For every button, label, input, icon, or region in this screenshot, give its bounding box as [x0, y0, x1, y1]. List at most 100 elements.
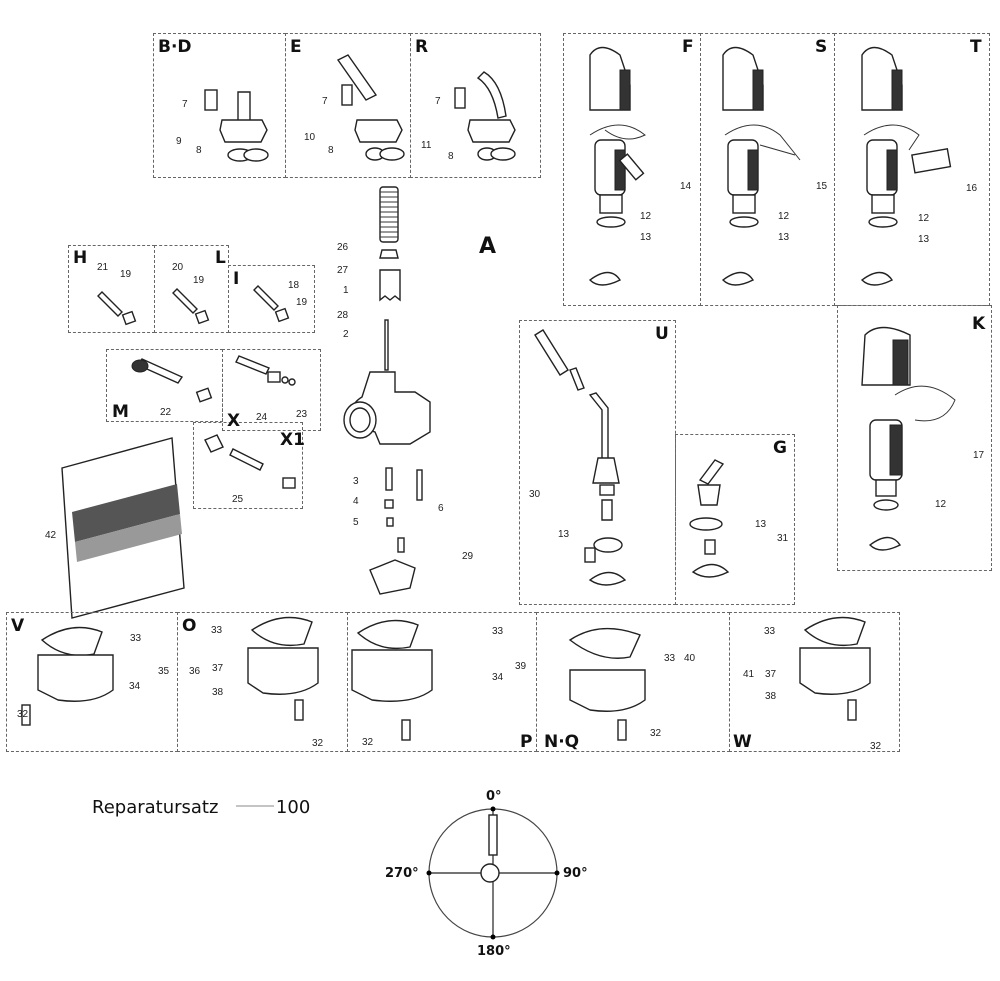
group-label-s: S — [815, 37, 828, 57]
group-label-t: T — [970, 37, 982, 57]
part-number: 23 — [296, 409, 308, 420]
part-number: 18 — [288, 280, 300, 291]
part-number: 11 — [421, 140, 432, 151]
part-number: 33 — [211, 625, 223, 636]
part-number: 4 — [353, 496, 359, 507]
part-drawing-e — [336, 54, 405, 161]
group-box-i — [228, 265, 315, 333]
orientation-0: 0° — [486, 789, 502, 804]
group-box-f — [563, 33, 701, 306]
orientation-diagram — [236, 805, 560, 940]
part-number: 17 — [973, 450, 985, 461]
group-box-p — [347, 612, 537, 752]
part-number: 41 — [743, 669, 755, 680]
group-box-o — [177, 612, 348, 752]
group-label-l: L — [215, 248, 226, 268]
group-box-x — [222, 349, 321, 431]
part-number: 32 — [870, 741, 882, 752]
group-label-o: O — [182, 616, 197, 636]
part-number: 37 — [212, 663, 224, 674]
part-number: 39 — [515, 661, 527, 672]
part-number: 12 — [935, 499, 947, 510]
part-number: 32 — [650, 728, 662, 739]
part-number: 26 — [337, 242, 349, 253]
part-drawing-s — [721, 46, 801, 286]
part-number: 13 — [755, 519, 767, 530]
part-number: 8 — [328, 145, 334, 156]
part-number: 7 — [182, 99, 188, 110]
group-label-x: X — [227, 411, 241, 431]
part-number: 20 — [172, 262, 184, 273]
part-number: 33 — [492, 626, 504, 637]
group-label-k: K — [972, 314, 986, 334]
group-box-nq — [536, 612, 730, 752]
part-number: 34 — [492, 672, 504, 683]
group-label-e: E — [290, 37, 302, 57]
group-label-v: V — [11, 616, 25, 636]
part-number: 14 — [680, 181, 692, 192]
orientation-270: 270° — [385, 866, 419, 881]
group-box-g — [675, 434, 795, 605]
part-drawing-bd — [204, 89, 269, 162]
repair-kit-label: Reparatursatz — [92, 797, 219, 818]
group-box-x1 — [193, 422, 303, 509]
part-number: 19 — [193, 275, 205, 286]
group-label-u: U — [655, 324, 669, 344]
part-number: 34 — [129, 681, 141, 692]
group-label-h: H — [73, 248, 88, 268]
part-number: 28 — [337, 310, 349, 321]
part-number: 29 — [462, 551, 474, 562]
orientation-90: 90° — [563, 866, 588, 881]
part-number: 19 — [296, 297, 308, 308]
group-label-w: W — [733, 732, 752, 752]
part-number: 13 — [640, 232, 652, 243]
part-number: 3 — [353, 476, 359, 487]
part-number: 33 — [130, 633, 142, 644]
part-number: 33 — [664, 653, 676, 664]
part-number: 12 — [918, 213, 930, 224]
group-box-t — [834, 33, 990, 306]
part-number: 32 — [17, 709, 29, 720]
part-number: 8 — [196, 145, 202, 156]
group-box-u — [519, 320, 676, 605]
part-number: 7 — [322, 96, 328, 107]
part-number: 12 — [778, 211, 790, 222]
repair-kit-note: Reparatursatz 100 — [92, 797, 310, 818]
part-number: 30 — [529, 489, 541, 500]
group-label-x1: X1 — [280, 430, 305, 450]
part-number: 16 — [966, 183, 978, 194]
part-number: 32 — [362, 737, 374, 748]
part-number: 8 — [448, 151, 454, 162]
group-label-r: R — [415, 37, 429, 57]
group-box-k — [837, 305, 992, 571]
part-drawing-t — [860, 46, 952, 286]
part-drawing-f — [588, 46, 646, 286]
part-number: 36 — [189, 666, 201, 677]
part-number: 2 — [343, 329, 349, 340]
group-box-s — [700, 33, 835, 306]
part-number: 42 — [45, 530, 57, 541]
group-box-v — [6, 612, 178, 752]
part-number: 38 — [212, 687, 224, 698]
part-number: 10 — [304, 132, 316, 143]
group-box-r — [410, 33, 541, 178]
part-number: 27 — [337, 265, 349, 276]
group-label-g: G — [773, 438, 787, 458]
group-box-w — [729, 612, 900, 752]
part-number: 1 — [343, 285, 349, 296]
group-label-f: F — [682, 37, 694, 57]
part-number: 5 — [353, 517, 359, 528]
part-number: 9 — [176, 136, 182, 147]
part-number: 32 — [312, 738, 324, 749]
part-number: 19 — [120, 269, 132, 280]
part-drawing-g — [689, 459, 730, 578]
part-drawing-r — [454, 71, 516, 161]
part-number: 24 — [256, 412, 268, 423]
group-box-e — [285, 33, 411, 178]
part-drawing-bowls — [21, 616, 871, 741]
part-drawing-u — [534, 329, 627, 586]
part-number: 31 — [777, 533, 789, 544]
group-label-nq: N·Q — [544, 732, 580, 752]
part-number: 12 — [640, 211, 652, 222]
part-number: 38 — [765, 691, 777, 702]
